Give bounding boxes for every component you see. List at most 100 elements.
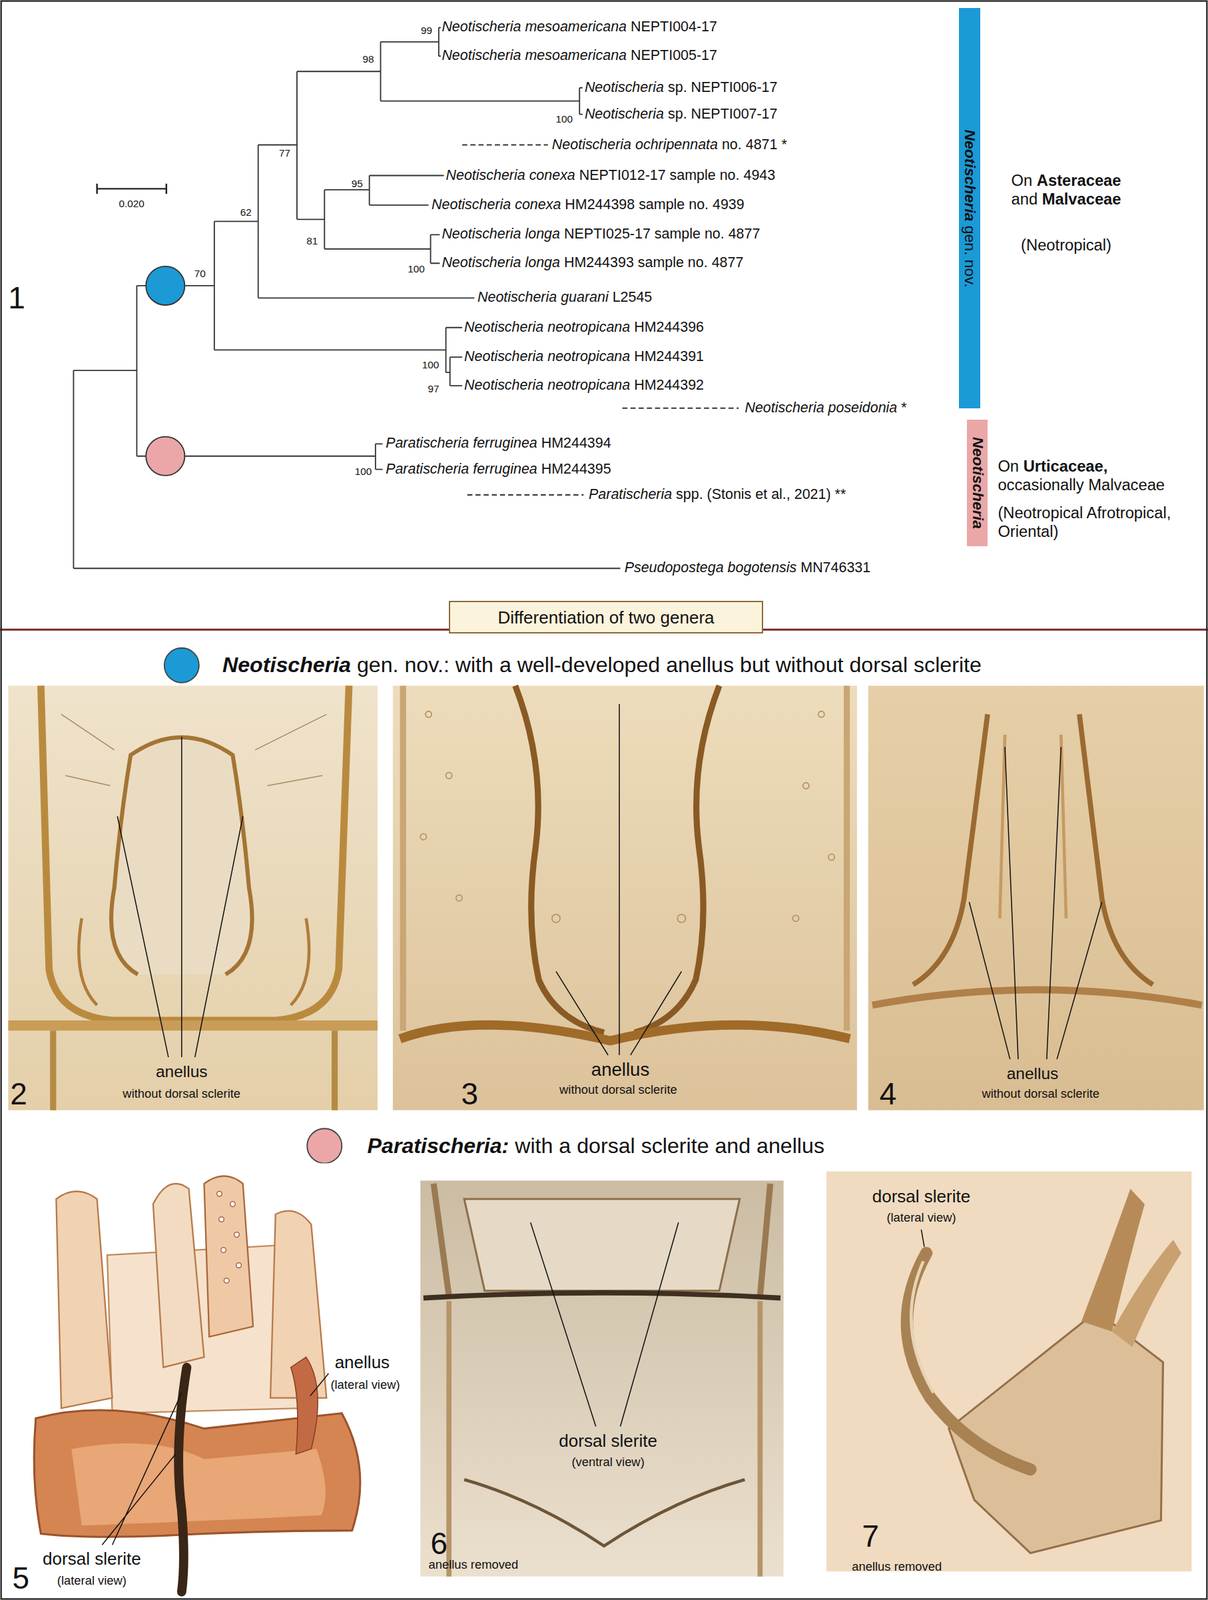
annotation: anellus [591,1058,650,1081]
vinculum-inner [71,1443,325,1526]
text-run: and [714,1133,751,1158]
text-run: Neotischeria [431,196,511,213]
text-run: no. [719,167,740,184]
text-run: ferruginea [472,460,538,477]
leader-line [101,1373,329,1545]
text-run: sp. [667,105,688,122]
figure-part [217,1190,223,1197]
annotation: dorsal slerite [558,1430,658,1452]
annotation: 100 [555,113,573,126]
figure-part [803,782,810,789]
annotation: without dorsal sclerite [122,1086,241,1102]
taxon-label: Pseudopostega bogotensis MN746331 [624,560,872,577]
text-run: sclerite [913,652,982,677]
clade-marker [164,647,200,683]
text-run: al., [771,486,791,503]
annotation: without dorsal sclerite [981,1086,1100,1102]
text-run: HM244392 [633,376,704,393]
dorsal-sclerite [178,1367,187,1592]
annotation: (Neotropical) [1020,235,1112,255]
figure-part [792,914,799,921]
figure-part [425,711,432,718]
text-run: 2021) [794,486,832,503]
figure-part [234,1231,240,1238]
text-run: NEPTI005-17 [630,47,718,64]
text-run: (Stonis [707,486,752,503]
text-run: Neotischeria [961,129,979,222]
annotation: (ventral view) [571,1455,644,1470]
text-run: sclerite [641,1133,710,1158]
micrograph-3 [392,685,858,1110]
scale-bar [97,183,167,194]
text-run: nov. [961,259,979,288]
text-run: HM244391 [633,348,704,365]
annotation: 70 [194,267,206,280]
micrograph-2 [7,685,378,1110]
text-run: no. [721,136,742,153]
dorsal-sclerite [906,1252,1031,1470]
panel-number: 2 [9,1075,28,1112]
text-run: neotropicana [547,348,630,365]
text-run: without [775,652,844,677]
text-run: but [739,652,770,677]
annotation: 81 [306,235,318,248]
photo-ground [392,685,858,1110]
text-run: Paratischeria [385,435,469,452]
text-run: NEPTI025-17 [564,226,651,243]
valva-claw [1112,1239,1182,1347]
text-run: dorsal [849,652,908,677]
figure-part [446,772,453,779]
text-run: Neotischeria [464,348,544,365]
text-run: sample [638,196,685,213]
text-run: On [997,457,1019,475]
annotation: 97 [428,382,440,395]
taxon-label: Neotischeria conexa NEPTI012-17 sample n… [446,167,776,184]
text-run: mesoamericana [525,47,628,64]
panel-number: 7 [862,1517,880,1554]
text-run: Neotischeria [222,652,351,677]
text-run: no. [688,196,709,213]
annotation: (lateral view) [886,1209,956,1225]
annotation: (Neotropical Afrotropical, Oriental) [997,503,1192,541]
annotation: dorsal slerite [42,1547,142,1569]
text-run: * [901,399,907,416]
valva-lobe [153,1183,205,1368]
micrograph-7 [826,1171,1192,1572]
figure-part [223,1277,230,1284]
text-run: HM244398 [564,196,635,213]
vinculum [872,989,1203,1005]
text-run: Neotischeria [446,167,526,184]
vinculum [7,1020,378,1031]
panel-number: 6 [430,1524,449,1561]
text-run: 4943 [743,167,776,184]
figure-part [828,853,835,860]
panel-number: 4 [879,1075,898,1112]
host-plant-note: On Urticaceae, occasionally Malvaceae [997,456,1192,495]
section-title-box: Differentiation of two genera [448,600,764,634]
leader-line [920,1229,925,1247]
dorsal-sclerite [464,1198,740,1291]
leader-line [117,736,243,1057]
text-run: bogotensis [727,560,798,577]
dorsal-sclerite-highlight [910,1260,934,1393]
anellus-arm [912,713,988,985]
text-run: conexa [514,196,561,213]
leader-line [556,703,682,1055]
clade-marker [145,266,185,305]
taxon-label: Neotischeria poseidonia * [744,399,907,417]
text-run: Neotischeria [584,105,664,122]
text-run: On [1011,171,1033,190]
text-run: ferruginea [472,435,538,452]
text-run: Neotischeria [464,318,544,335]
text-run: sample [669,167,716,184]
taxon-label: Neotischeria longa NEPTI025-17 sample no… [441,226,760,244]
annotation: (lateral view) [57,1572,127,1588]
text-run: NEPTI012-17 [579,167,666,184]
text-run: sample [637,255,684,272]
taxon-label: Neotischeria guarani L2545 [477,289,652,307]
annotation: 62 [240,206,252,219]
photo-ground [420,1180,784,1576]
taxon-label: Neotischeria neotropicana HM244391 [464,348,704,366]
